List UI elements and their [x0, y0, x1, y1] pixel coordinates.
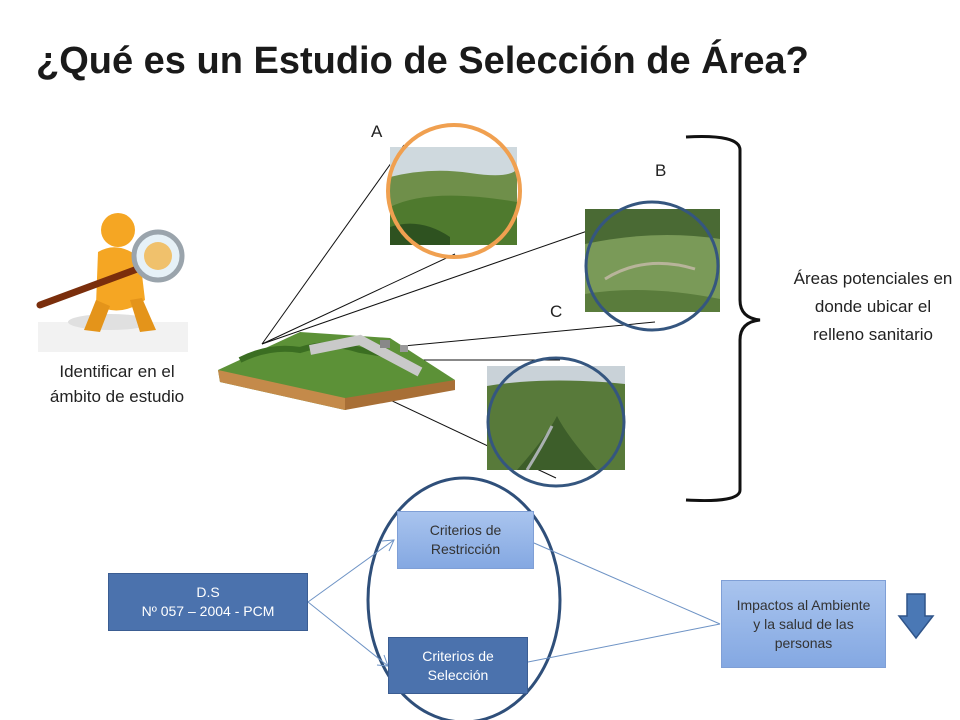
arrow-to-seleccion	[307, 601, 389, 667]
landscape-photo-b	[585, 209, 720, 312]
label-c: C	[550, 302, 563, 321]
line-restriccion-impactos	[533, 542, 721, 625]
areas-text: Áreas potenciales en donde ubicar el rel…	[793, 269, 953, 344]
line-to-a	[261, 144, 405, 345]
bracket-shape	[685, 135, 761, 502]
line-seleccion-impactos	[527, 623, 721, 663]
landscape-photo-a	[390, 147, 517, 245]
page-title: ¿Qué es un Estudio de Selección de Área?	[36, 40, 809, 82]
label-a: A	[371, 122, 383, 141]
identify-text: Identificar en el ámbito de estudio	[49, 362, 185, 406]
criteria-ellipse	[366, 476, 562, 720]
arrow-to-restriccion	[307, 539, 395, 603]
line-to-a-bottom	[261, 253, 456, 345]
line-to-b-bottom	[361, 321, 656, 351]
impactos-box: Impactos al Ambiente y la salud de las p…	[721, 580, 886, 668]
seleccion-box: Criterios de Selección	[388, 637, 528, 694]
down-arrow-icon	[897, 593, 935, 640]
line-to-b	[261, 227, 597, 345]
ds-box: D.S Nº 057 – 2004 - PCM	[108, 573, 308, 631]
landscape-photo-c	[487, 366, 625, 470]
ds-box-line2: Nº 057 – 2004 - PCM	[141, 603, 275, 619]
restriccion-box: Criterios de Restricción	[397, 511, 534, 569]
label-b: B	[655, 161, 667, 180]
ds-box-line1: D.S	[196, 584, 220, 600]
